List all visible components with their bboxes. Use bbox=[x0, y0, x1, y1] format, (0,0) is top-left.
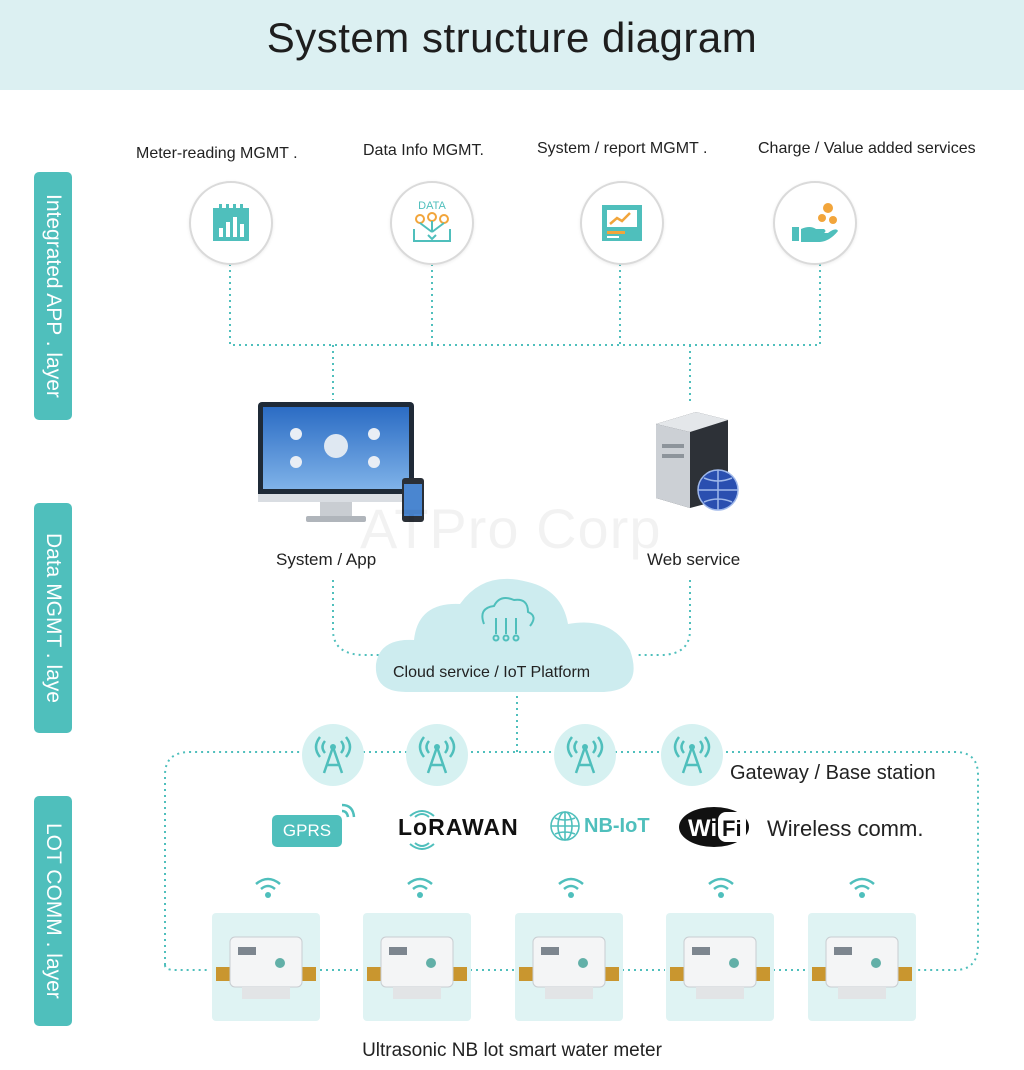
cloud-label: Cloud service / IoT Platform bbox=[393, 664, 591, 681]
antenna-tower-icon bbox=[314, 736, 352, 774]
wifi-logo: Wi Fi bbox=[679, 807, 749, 847]
header-band bbox=[0, 0, 1024, 90]
gprs-label: GPRS bbox=[282, 821, 332, 840]
svg-text:Wi: Wi bbox=[688, 815, 717, 842]
lorawan-signal-bottom-icon bbox=[409, 842, 435, 850]
antenna-tower-icon bbox=[673, 736, 711, 774]
bar-chart-icon bbox=[213, 204, 249, 241]
water-meter-icon bbox=[367, 936, 467, 999]
lorawan-logo: LoRAWAN bbox=[398, 814, 519, 840]
data-flow-icon: DATA bbox=[413, 200, 451, 242]
antenna-tower-icon bbox=[418, 736, 456, 774]
wifi-icon bbox=[558, 877, 584, 898]
meter-label: Ultrasonic NB lot smart water meter bbox=[362, 1040, 662, 1061]
data-icon-text: DATA bbox=[418, 200, 446, 212]
system-report-service-node bbox=[580, 181, 664, 265]
app-label-data-info: Data Info MGMT. bbox=[363, 142, 484, 159]
wifi-icon bbox=[255, 877, 281, 898]
wifi-icon bbox=[708, 877, 734, 898]
meter-reading-service-node bbox=[189, 181, 273, 265]
gateway-label: Gateway / Base station bbox=[730, 762, 936, 784]
base-station-3 bbox=[554, 724, 616, 786]
water-meter-3 bbox=[515, 913, 623, 1021]
water-meter-icon bbox=[519, 936, 619, 999]
watermark: ATPro Corp bbox=[360, 497, 662, 560]
base-station-4 bbox=[661, 724, 723, 786]
web-service-label: Web service bbox=[647, 550, 741, 569]
web-server-icon bbox=[656, 412, 739, 511]
base-station-2 bbox=[406, 724, 468, 786]
layer-label-comm: LOT COMM . layer bbox=[34, 796, 72, 1026]
charge-service-node bbox=[773, 181, 857, 265]
app-label-charge: Charge / Value added services bbox=[758, 140, 976, 157]
report-screen-icon bbox=[602, 205, 642, 241]
system-app-label: System / App bbox=[276, 550, 377, 569]
desktop-monitor-icon bbox=[258, 402, 424, 522]
svg-text:Fi: Fi bbox=[722, 816, 742, 841]
water-meter-icon bbox=[216, 936, 316, 999]
gprs-signal-icon bbox=[341, 803, 356, 818]
water-meter-icon bbox=[670, 936, 770, 999]
layer-label-app: Integrated APP . layer bbox=[34, 172, 72, 420]
nbiot-logo: NB-IoT bbox=[584, 815, 650, 837]
gprs-badge: GPRS bbox=[272, 815, 342, 847]
water-meter-icon bbox=[812, 936, 912, 999]
app-label-system-report: System / report MGMT . bbox=[537, 140, 708, 157]
layer-label-data: Data MGMT . laye bbox=[34, 503, 72, 733]
lorawan-signal-top-icon bbox=[409, 810, 435, 818]
nbiot-globe-icon bbox=[550, 811, 580, 841]
water-meter-5 bbox=[808, 913, 916, 1021]
water-meter-2 bbox=[363, 913, 471, 1021]
coins-hand-icon bbox=[792, 203, 838, 242]
antenna-tower-icon bbox=[566, 736, 604, 774]
layer-label-data-text: Data MGMT . laye bbox=[42, 533, 65, 703]
data-info-service-node: DATA bbox=[390, 181, 474, 265]
water-meter-1 bbox=[212, 913, 320, 1021]
base-station-1 bbox=[302, 724, 364, 786]
wireless-label: Wireless comm. bbox=[767, 816, 924, 841]
layer-label-app-text: Integrated APP . layer bbox=[42, 194, 65, 398]
cloud-platform-node bbox=[375, 578, 634, 692]
wifi-icon bbox=[849, 877, 875, 898]
cloud-network-icon bbox=[481, 597, 535, 642]
page-title: System structure diagram bbox=[266, 14, 758, 61]
wifi-icon bbox=[407, 877, 433, 898]
layer-label-comm-text: LOT COMM . layer bbox=[42, 823, 65, 999]
water-meter-4 bbox=[666, 913, 774, 1021]
app-label-meter-reading: Meter-reading MGMT . bbox=[136, 145, 298, 162]
